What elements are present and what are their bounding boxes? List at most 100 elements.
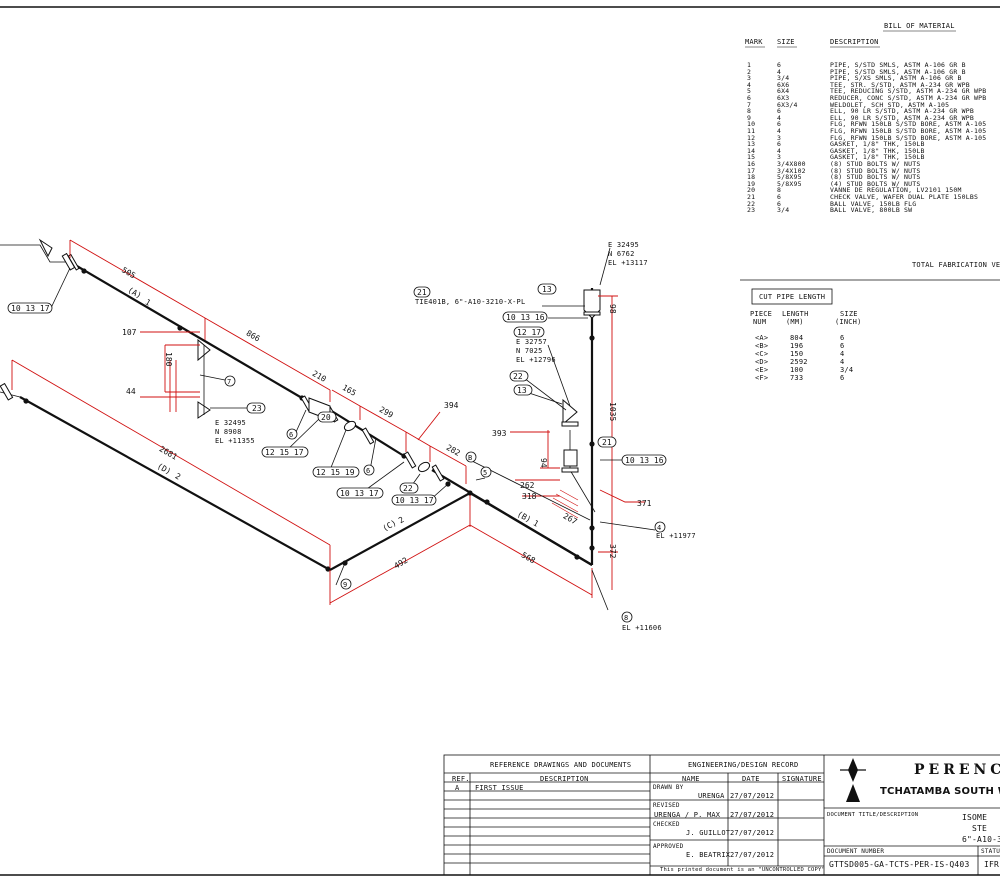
bom-mark-cell: 2 xyxy=(747,67,752,76)
piece-D-num: 2 xyxy=(174,471,183,481)
bom-mark-cell: 3 xyxy=(747,74,752,83)
bom-size-cell: 5/8X95 xyxy=(777,179,802,188)
piece-B-num: 1 xyxy=(532,518,541,528)
callout-6b xyxy=(363,464,375,476)
bom-size-cell: 6 xyxy=(777,61,782,69)
bom-size-cell: 3 xyxy=(777,153,782,162)
bom-desc-cell: TEE, STR. S/STD, ASTM A-234 GR WPB xyxy=(830,80,970,89)
bom-desc-cell: (4) STUD BOLTS W/ NUTS xyxy=(830,179,921,188)
bom-mark-cell: 10 xyxy=(747,120,756,129)
cut-length-cell: 804 xyxy=(790,334,804,342)
coords-top-n: N 6762 xyxy=(608,250,635,258)
bom-size-cell: 4 xyxy=(777,127,782,135)
bom-desc-cell: FLG, RFWN 150LB S/STD BORE, ASTM A-105 xyxy=(830,127,987,135)
cut-piece-cell: <D> xyxy=(755,358,769,366)
dim-492: 492 xyxy=(392,556,409,571)
bom-desc-cell: WELDOLET, SCH STD, ASTM A-105 xyxy=(830,100,950,109)
callout-6a xyxy=(286,428,298,440)
tag-10-13-16-a: 10 13 16 xyxy=(506,313,545,322)
dim-1035: 1035 xyxy=(608,402,617,421)
callout-6b-text: 6 xyxy=(366,467,370,475)
coords-top-e: E 32495 xyxy=(608,241,639,249)
tag-22-b: 22 xyxy=(513,372,523,381)
coords-valve-n: N 7025 xyxy=(516,347,543,355)
bom-total-label: TOTAL FABRICATION VE xyxy=(912,261,1000,269)
bom-size-cell: 6 xyxy=(777,107,782,116)
cut-pipe-title: CUT PIPE LENGTH xyxy=(759,293,826,301)
cut-header-size: SIZE xyxy=(840,310,858,318)
bom-mark-cell: 21 xyxy=(747,193,756,201)
bom-size-cell: 4 xyxy=(777,113,782,122)
bom-size-cell: 3 xyxy=(777,133,782,142)
tag-13-a: 13 xyxy=(542,285,552,294)
bom-desc-cell: PIPE, S/STD SMLS, ASTM A-106 GR B xyxy=(830,61,966,69)
bom-desc-cell: BALL VALVE, 800LB SW xyxy=(830,206,913,215)
dim-210: 210 xyxy=(311,369,328,384)
bom-desc-cell: ELL, 90 LR S/STD, ASTM A-234 GR WPB xyxy=(830,113,974,122)
cut-header-mm: (MM) xyxy=(786,318,804,326)
callout-6a-text: 6 xyxy=(289,431,293,439)
bom-header-size: SIZE xyxy=(777,38,795,46)
eng-name-checked: J. GUILLOT xyxy=(686,829,731,837)
callout-8 xyxy=(621,611,633,623)
piece-C-num: 2 xyxy=(397,515,406,525)
ref-row-ref: A xyxy=(455,784,460,792)
bom-mark-cell: 13 xyxy=(747,140,756,149)
bom-mark-cell: 23 xyxy=(747,206,756,215)
cut-header-length: LENGTH xyxy=(782,310,809,318)
bom-desc-cell: CHECK VALVE, WAFER DUAL PLATE 150LBS xyxy=(830,193,979,201)
bom-size-cell: 3/4 xyxy=(777,74,790,83)
dim-393: 393 xyxy=(492,429,507,438)
tag-12-15-17: 12 15 17 xyxy=(265,448,304,457)
ref-col-desc: DESCRIPTION xyxy=(540,775,589,783)
coords-valve-e: E 32757 xyxy=(516,338,547,346)
bom-size-cell: 6 xyxy=(777,140,782,149)
cut-length-cell: 733 xyxy=(790,374,804,382)
bom-size-cell: 6X4 xyxy=(777,87,790,96)
dim-180: 180 xyxy=(164,352,173,367)
dim-505: 505 xyxy=(120,265,137,280)
doc-title-line1: ISOME xyxy=(962,813,988,822)
bom-size-cell: 6X6 xyxy=(777,80,790,89)
bom-mark-cell: 14 xyxy=(747,146,756,155)
cut-length-cell: 2592 xyxy=(790,358,808,366)
eng-record-title: ENGINEERING/DESIGN RECORD xyxy=(688,761,799,769)
bom-mark-cell: 18 xyxy=(747,173,756,182)
cut-length-cell: 150 xyxy=(790,350,804,358)
bom-mark-cell: 16 xyxy=(747,160,756,168)
bom-mark-cell: 17 xyxy=(747,166,756,175)
bom-desc-cell: (8) STUD BOLTS W/ NUTS xyxy=(830,166,921,175)
cut-piece-cell: <B> xyxy=(755,342,769,350)
eng-date-revised: 27/07/2012 xyxy=(730,811,775,819)
status-value: IFR xyxy=(984,860,1000,869)
callout-5 xyxy=(480,466,492,478)
cut-header-piece: PIECE xyxy=(750,310,773,318)
dim-98: 98 xyxy=(608,304,617,314)
eng-col-date: DATE xyxy=(742,775,760,783)
bom-desc-cell: (8) STUD BOLTS W/ NUTS xyxy=(830,160,921,168)
eng-role-revised: REVISED xyxy=(653,802,680,809)
eng-name-revised: URENGA / P. MAX xyxy=(654,811,721,819)
eng-col-name: NAME xyxy=(682,775,700,783)
bom-mark-cell: 20 xyxy=(747,186,756,195)
pipe-fittings xyxy=(0,238,601,519)
bom-desc-cell: VANNE DE REGULATION, LV2101 150M xyxy=(830,186,962,195)
bom-header-desc: DESCRIPTION xyxy=(830,38,879,46)
dim-94: 94 xyxy=(539,458,548,468)
cut-piece-cell: <E> xyxy=(755,366,769,374)
dim-372: 372 xyxy=(608,544,617,559)
cut-size-cell: 3/4 xyxy=(840,366,854,374)
bom-size-cell: 6 xyxy=(777,199,782,208)
tag-21-b: 21 xyxy=(602,438,612,447)
bom-size-cell: 8 xyxy=(777,186,782,195)
bom-desc-cell: FLG, RFWN 150LB S/STD BORE, ASTM A-105 xyxy=(830,120,987,129)
bom-size-cell: 3/4X102 xyxy=(777,166,806,175)
bom-mark-cell: 19 xyxy=(747,179,756,188)
cut-header-inch: (INCH) xyxy=(835,318,862,326)
doc-title-line3: 6"-A10-3 xyxy=(962,835,1000,844)
bom-desc-cell: BALL VALVE, 150LB FLG xyxy=(830,199,917,208)
callout-5-text: 5 xyxy=(483,469,487,477)
bom-mark-cell: 7 xyxy=(747,100,752,109)
cut-piece-cell: <C> xyxy=(755,350,769,358)
